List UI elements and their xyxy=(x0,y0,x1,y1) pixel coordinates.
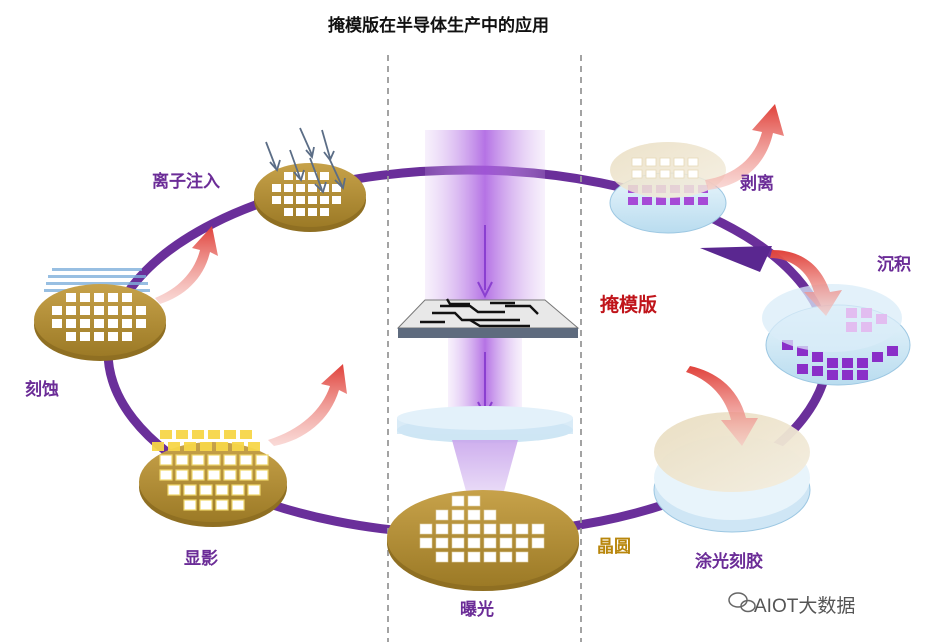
wafer-strip xyxy=(609,142,727,234)
label-deposition: 沉积 xyxy=(877,255,911,275)
arrow-to-deposition xyxy=(770,250,842,316)
wafer-develop xyxy=(139,430,287,527)
cycle-arrowhead xyxy=(700,246,772,272)
wafer-etch xyxy=(34,268,166,361)
wafer-ion-implant xyxy=(254,127,366,232)
diagram-title: 掩模版在半导体生产中的应用 xyxy=(328,16,549,36)
wafer-deposition xyxy=(762,284,911,386)
label-photoresist: 涂光刻胶 xyxy=(695,552,763,572)
wafer-exposure xyxy=(387,490,579,591)
mask-pattern xyxy=(420,298,539,328)
arrow-develop-to-etch xyxy=(268,364,347,446)
label-develop: 显影 xyxy=(184,549,218,569)
wechat-icon xyxy=(728,592,756,613)
label-wafer: 晶圆 xyxy=(597,537,631,557)
label-etch: 刻蚀 xyxy=(25,380,59,400)
flow-arrows xyxy=(155,104,842,446)
wafer-photoresist xyxy=(653,412,811,533)
arrow-etch-to-implant xyxy=(155,226,218,304)
photomask-plate xyxy=(396,299,580,329)
label-exposure: 曝光 xyxy=(460,600,494,620)
label-strip: 剥离 xyxy=(740,174,774,194)
label-ion-implant: 离子注入 xyxy=(152,172,220,192)
label-mask: 掩模版 xyxy=(600,294,658,316)
light-cone xyxy=(452,440,518,535)
watermark-text: AIOT大数据 xyxy=(754,596,856,617)
arrow-strip-up xyxy=(705,104,784,190)
arrow-to-photoresist xyxy=(686,366,758,446)
